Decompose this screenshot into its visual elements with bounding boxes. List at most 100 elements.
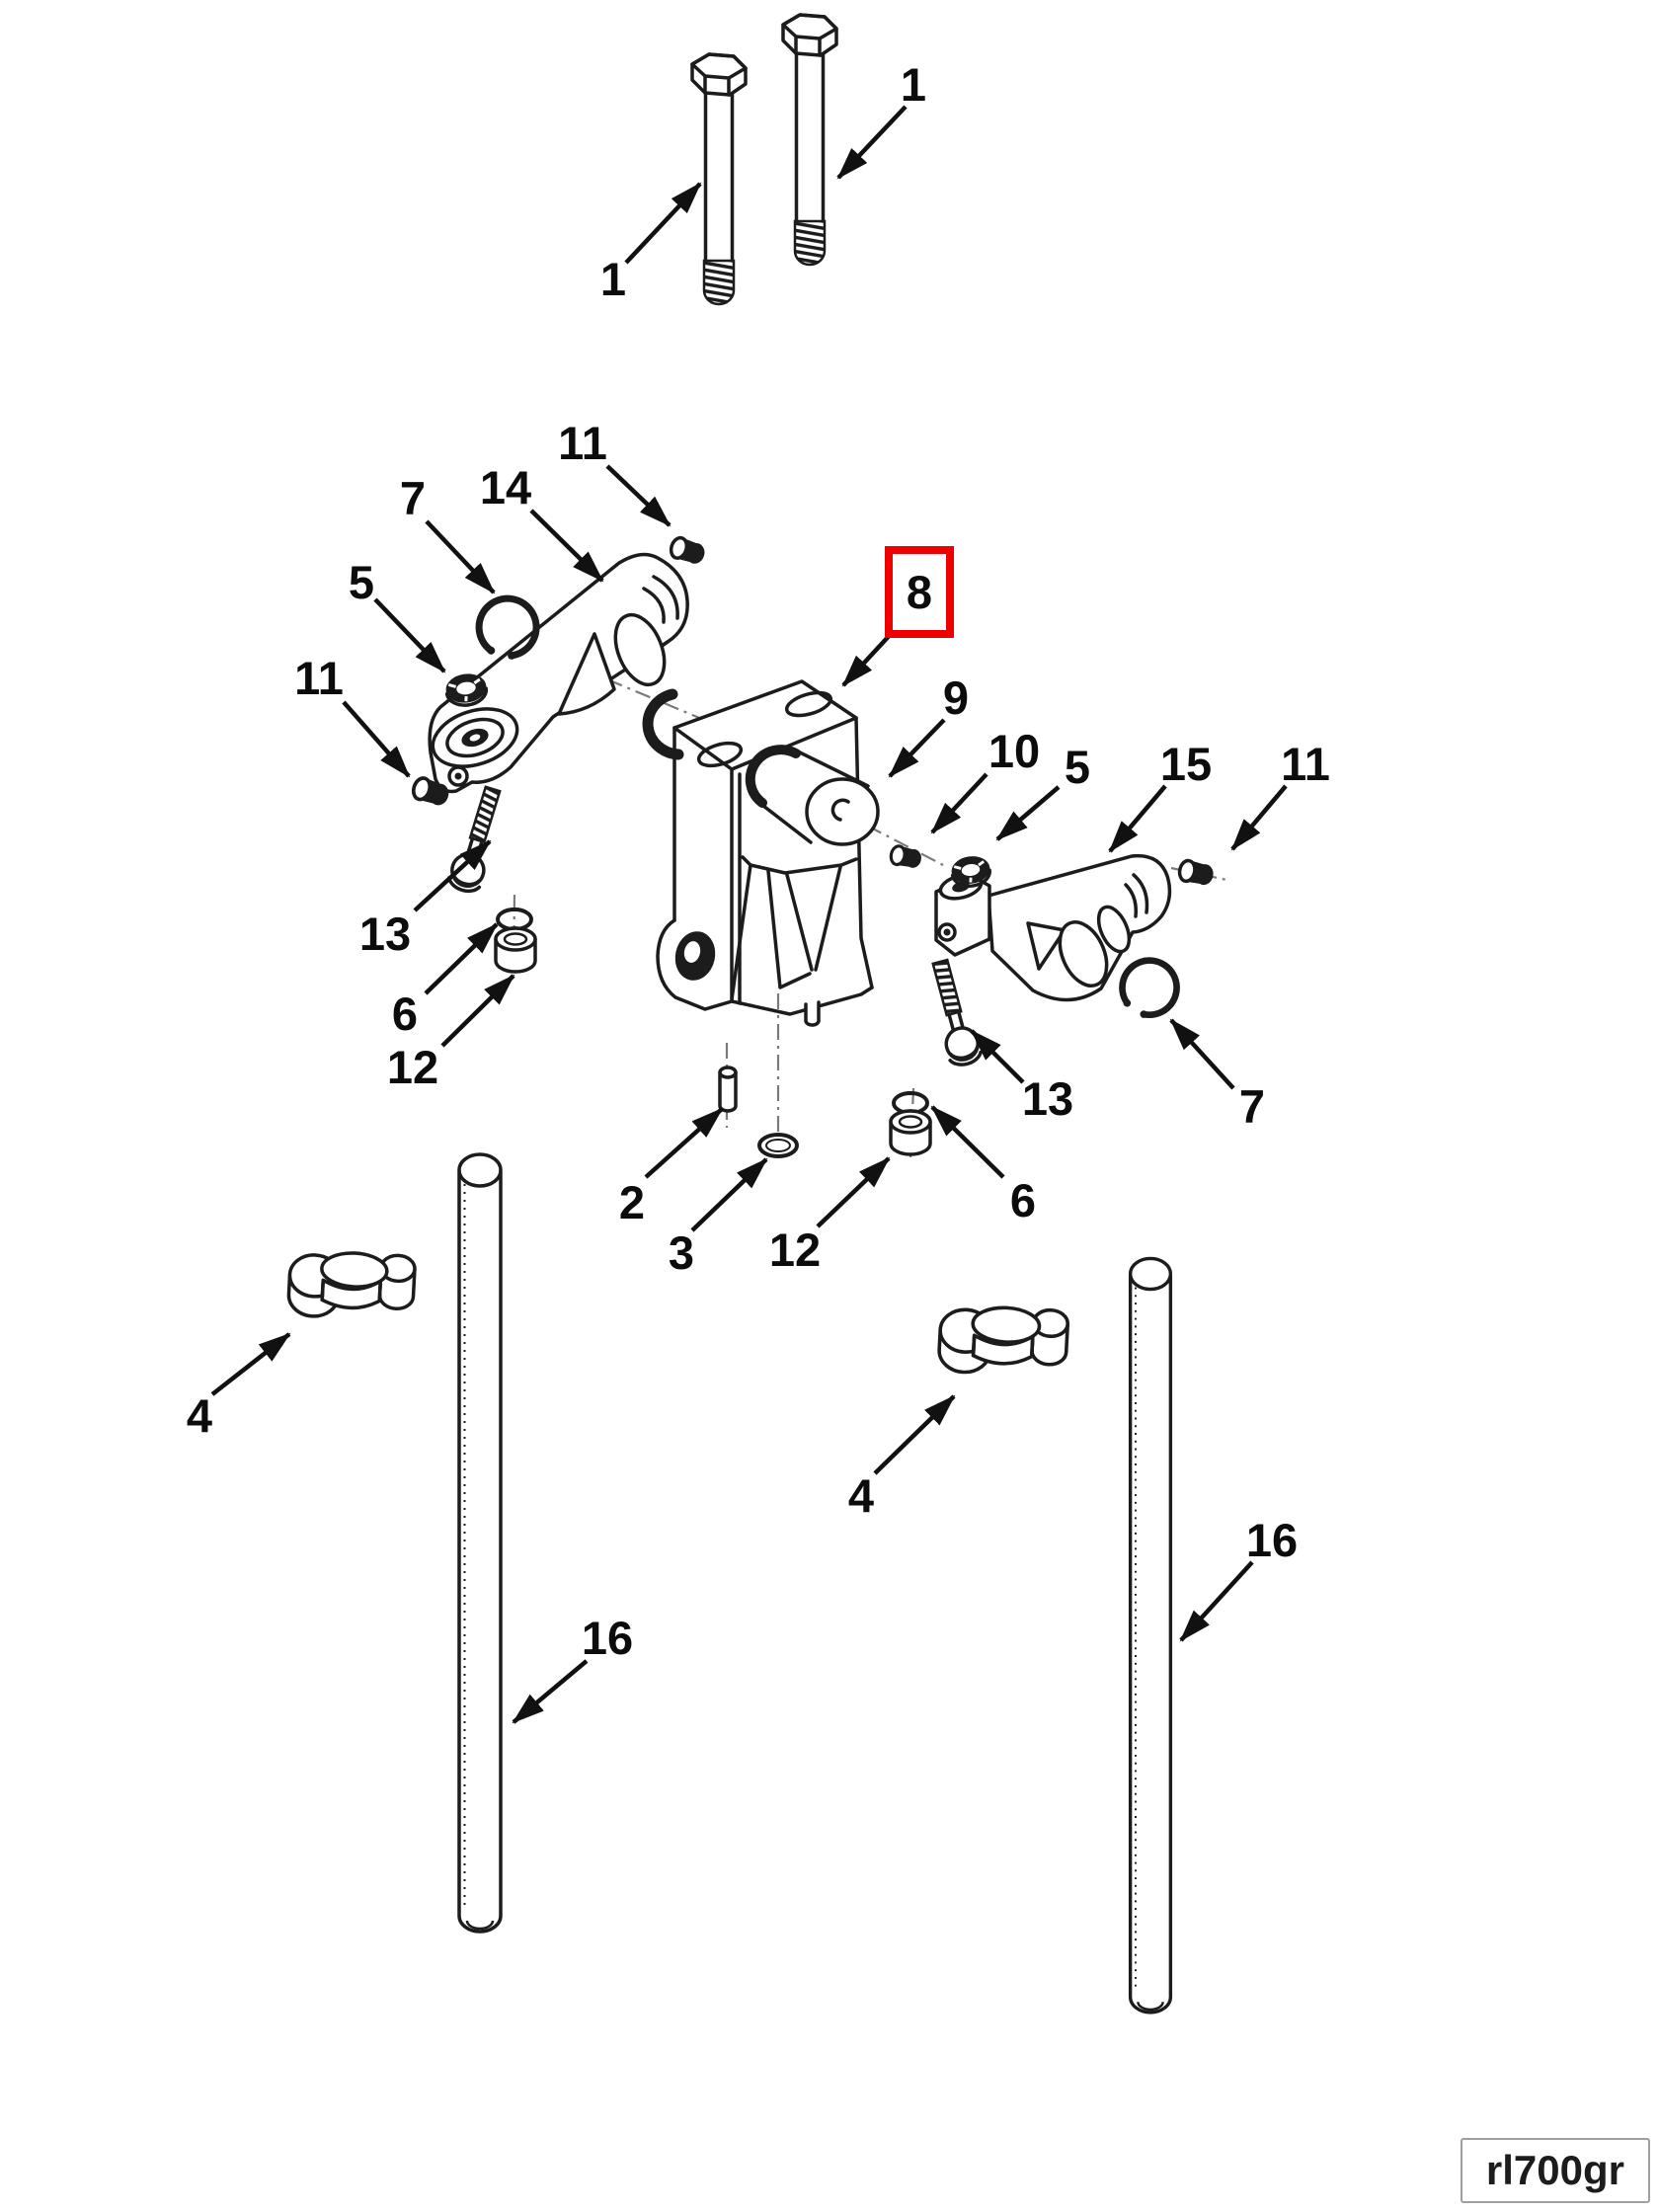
part-callout-3: 3	[669, 1157, 768, 1279]
callout-number: 5	[1065, 741, 1090, 793]
push-rod-right-illustration	[1128, 1256, 1173, 2014]
figure-code-label: rl700gr	[1485, 2147, 1624, 2193]
snap-ring-right-illustration	[1119, 958, 1179, 1021]
part-callout-4: 4	[187, 1332, 291, 1442]
callout-arrow	[342, 700, 411, 778]
adjusting-screw-right-illustration	[922, 956, 985, 1070]
callout-arrow	[373, 597, 446, 673]
callout-number: 15	[1160, 738, 1212, 790]
plug-top-left-illustration	[667, 533, 709, 568]
callout-number: 2	[619, 1176, 645, 1228]
callout-arrow	[605, 464, 672, 527]
part-callout-12: 12	[387, 974, 515, 1093]
callout-number: 12	[387, 1041, 438, 1093]
callout-arrow	[1108, 784, 1167, 853]
callout-number: 13	[1022, 1072, 1073, 1125]
part-callout-14: 14	[480, 461, 604, 583]
part-callout-2: 2	[619, 1107, 724, 1228]
part-callout-15: 15	[1108, 738, 1212, 853]
pin-illustration	[718, 1066, 738, 1113]
part-callout-11: 11	[294, 652, 411, 778]
push-rod-left-illustration	[457, 1152, 503, 1934]
callout-arrow	[930, 772, 988, 834]
callout-number: 4	[187, 1389, 212, 1442]
callout-number: 5	[349, 556, 374, 608]
guide-left-illustration	[285, 1247, 418, 1323]
part-callout-1: 1	[836, 58, 926, 180]
plug-center-illustration	[888, 842, 924, 871]
plug-right-illustration	[1175, 857, 1217, 889]
callout-number: 6	[392, 988, 418, 1040]
callout-arrow	[690, 1157, 768, 1232]
callout-number: 14	[480, 461, 531, 514]
highlight-box	[885, 546, 954, 638]
part-callout-9: 9	[888, 672, 969, 778]
part-callout-16: 16	[1179, 1514, 1298, 1642]
callout-number: 6	[1010, 1174, 1036, 1226]
part-callout-6: 6	[392, 922, 499, 1040]
callout-number: 16	[582, 1612, 633, 1664]
callout-arrow	[1179, 1560, 1254, 1642]
hex-bolt-right-illustration	[781, 13, 838, 267]
part-callout-7: 7	[1169, 1018, 1265, 1133]
callout-number: 1	[600, 253, 626, 305]
callout-arrow	[529, 509, 604, 583]
part-callout-16: 16	[512, 1612, 633, 1724]
part-callout-13: 13	[970, 1029, 1073, 1125]
mounting-bracket-illustration	[642, 679, 874, 1027]
part-callout-1: 1	[600, 182, 702, 305]
callout-arrow	[1230, 784, 1288, 851]
callout-arrow	[970, 1029, 1025, 1084]
callout-arrow	[624, 182, 702, 265]
callout-number: 10	[988, 725, 1040, 777]
callout-arrow	[930, 1105, 1005, 1179]
hex-bolt-left-illustration	[690, 52, 748, 306]
callout-number: 13	[359, 908, 411, 960]
part-callout-7: 7	[400, 472, 496, 594]
part-callout-10: 10	[930, 725, 1040, 834]
callout-number: 3	[669, 1226, 694, 1279]
callout-number: 16	[1246, 1514, 1298, 1566]
part-callout-5: 5	[349, 556, 446, 673]
callout-arrow	[424, 922, 499, 995]
callout-number: 1	[901, 58, 926, 111]
part-callout-5: 5	[995, 741, 1090, 841]
callout-number: 7	[1239, 1080, 1265, 1133]
part-callout-6: 6	[930, 1105, 1036, 1226]
callout-arrow	[873, 1394, 956, 1475]
rocker-shaft-illustration	[745, 745, 880, 846]
part-callout-12: 12	[769, 1156, 891, 1276]
part-callout-11: 11	[558, 417, 672, 527]
callout-number: 11	[558, 417, 607, 469]
callout-number: 4	[848, 1469, 874, 1522]
callout-arrow	[644, 1107, 724, 1179]
bushing-left-illustration	[494, 926, 537, 974]
callout-arrow	[512, 1659, 589, 1724]
callout-arrow	[425, 519, 496, 594]
callout-number: 8	[907, 566, 932, 618]
callout-number: 9	[943, 672, 969, 724]
part-callout-8: 8	[841, 546, 954, 687]
callout-number: 11	[294, 652, 344, 704]
rocker-lever-left-illustration	[428, 552, 689, 794]
callout-arrow	[841, 631, 894, 687]
rocker-lever-right-illustration	[934, 853, 1172, 1002]
callout-arrow	[836, 105, 908, 180]
callout-arrow	[888, 718, 946, 778]
adjusting-screw-left-illustration	[444, 782, 511, 897]
callout-number: 7	[400, 472, 426, 524]
o-ring-illustration	[757, 1133, 799, 1158]
callout-arrow	[816, 1156, 891, 1228]
callout-arrow	[440, 974, 515, 1048]
callout-number: 11	[1281, 738, 1330, 790]
callout-number: 12	[769, 1224, 821, 1276]
part-callout-13: 13	[359, 839, 492, 960]
callout-arrow	[210, 1332, 291, 1396]
part-callout-11: 11	[1230, 738, 1330, 851]
part-callout-4: 4	[848, 1394, 956, 1522]
guide-right-illustration	[936, 1303, 1070, 1380]
figure-code-badge: rl700gr	[1460, 2138, 1650, 2203]
